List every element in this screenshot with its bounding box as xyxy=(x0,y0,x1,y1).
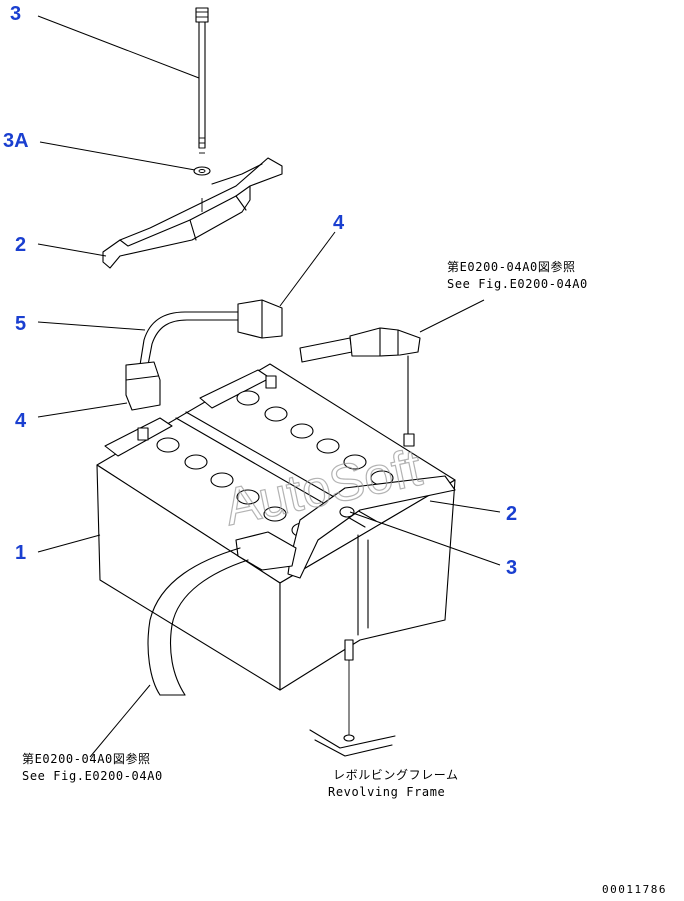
ref-note-top-jp: 第E0200-04A0図参照 xyxy=(447,259,576,274)
cable-end-top-right xyxy=(299,327,421,435)
callout-1-battery: 1 xyxy=(15,542,26,564)
callout-2-bracket-right: 2 xyxy=(506,503,517,525)
revolving-frame-mount xyxy=(309,639,396,757)
callout-3-bolt-top: 3 xyxy=(10,3,21,25)
callout-4-terminal-left: 4 xyxy=(15,410,27,432)
hold-down-bolt-top xyxy=(195,7,209,154)
hold-down-bracket-installed xyxy=(287,475,456,579)
hold-down-bracket-top xyxy=(102,157,283,269)
battery-cable-lower xyxy=(147,531,297,696)
frame-label-en: Revolving Frame xyxy=(328,785,445,799)
frame-label-jp: レボルビングフレーム xyxy=(333,768,459,782)
ref-note-bottom-jp: 第E0200-04A0図参照 xyxy=(22,751,151,766)
drawing-number: 00011786 xyxy=(602,883,667,896)
ref-note-top-en: See Fig.E0200-04A0 xyxy=(447,277,588,291)
callout-3a-washer: 3A xyxy=(3,130,29,152)
callout-2-bracket-top: 2 xyxy=(15,234,26,256)
leader-lines xyxy=(37,15,501,758)
callout-4-terminal-top: 4 xyxy=(333,212,345,234)
callout-3-bolt-right: 3 xyxy=(506,557,517,579)
ref-note-bottom-en: See Fig.E0200-04A0 xyxy=(22,769,163,783)
battery xyxy=(96,363,456,691)
washer xyxy=(193,166,211,176)
callout-5-cable: 5 xyxy=(15,313,26,335)
battery-cable xyxy=(125,299,283,411)
